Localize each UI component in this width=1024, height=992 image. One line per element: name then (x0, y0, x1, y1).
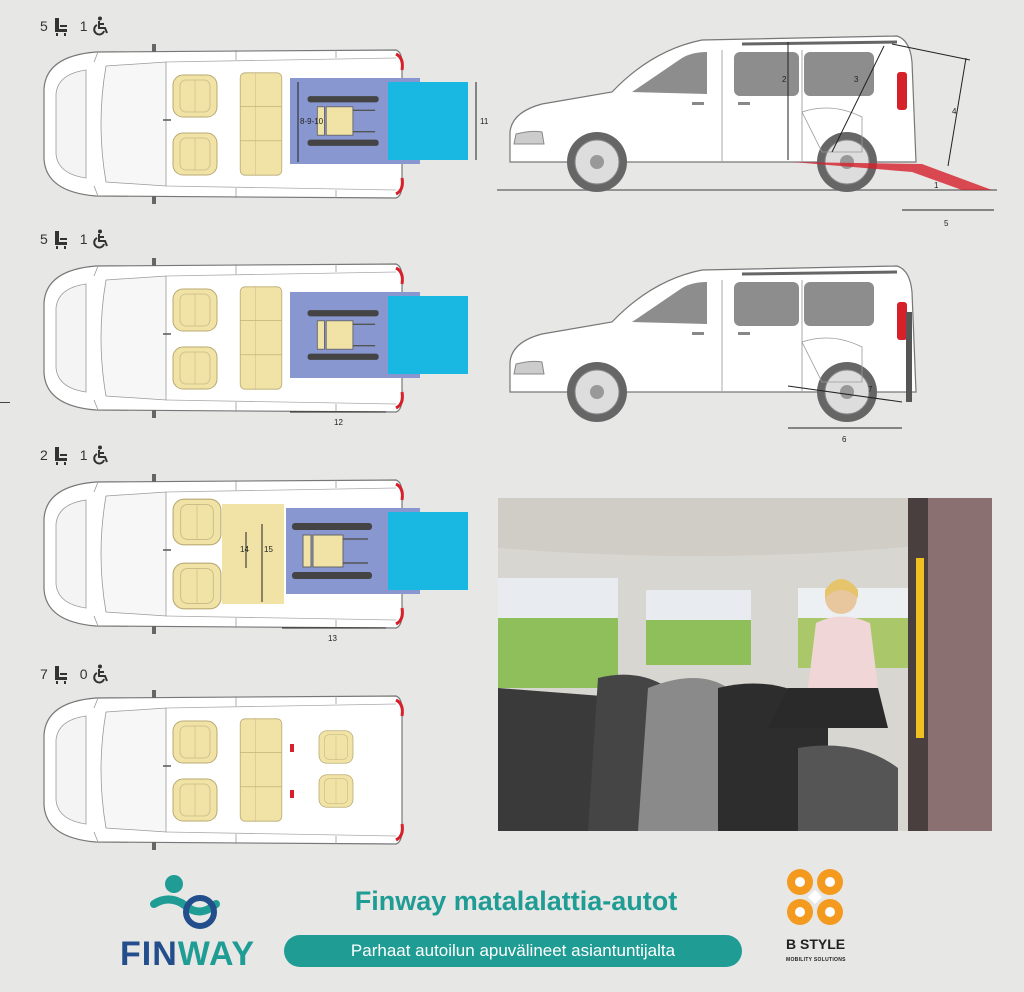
wheelchair-icon (91, 664, 111, 684)
interior-photo (498, 498, 992, 831)
seat-count: 5 (40, 18, 48, 34)
top-view-config-4 (42, 690, 404, 850)
bstyle-logo-mark (787, 869, 843, 925)
top-view-config-2: 12 (42, 258, 468, 427)
seat-icon (51, 445, 71, 465)
dim-6: 6 (842, 435, 847, 444)
finway-logo-text: FINWAY (120, 935, 256, 973)
wheelchair-icon (91, 16, 111, 36)
side-view-ramp: 2 3 4 1 5 (497, 34, 997, 228)
footer-title: Finway matalalattia-autot (354, 886, 678, 916)
wheelchair-count: 1 (79, 447, 88, 463)
dim-4: 4 (952, 107, 957, 116)
seat-icon (51, 229, 71, 249)
config-label-1: 5 1 (40, 16, 111, 36)
finway-logo-mark (150, 875, 220, 929)
dim-3: 3 (854, 75, 859, 84)
seat-count: 5 (40, 231, 48, 247)
top-view-config-3: 14 15 13 (42, 474, 468, 643)
dim-8-9-10: 8-9-10 (300, 117, 324, 126)
wheelchair-icon (91, 229, 111, 249)
top-view-config-1: 8-9-10 11 (42, 44, 489, 204)
dim-7: 7 (868, 385, 873, 394)
seat-icon (51, 16, 71, 36)
side-view-dimensions: 7 6 (508, 264, 918, 444)
seat-icon (51, 664, 71, 684)
wheelchair-count: 0 (79, 666, 88, 682)
margin-tick (0, 402, 10, 403)
dim-13: 13 (328, 634, 337, 643)
dim-15: 15 (264, 545, 273, 554)
bstyle-logo-subtitle: MOBILITY SOLUTIONS (786, 957, 846, 963)
dim-12: 12 (334, 418, 343, 427)
bstyle-logo-text: B STYLE (786, 936, 846, 952)
dim-14: 14 (240, 545, 249, 554)
seat-count: 2 (40, 447, 48, 463)
dim-1: 1 (934, 181, 939, 190)
wheelchair-icon (91, 445, 111, 465)
dim-11: 11 (480, 117, 489, 126)
dim-5: 5 (944, 219, 949, 228)
footer-tagline: Parhaat autoilun apuvälineet asiantuntij… (284, 935, 742, 967)
config-label-2: 5 1 (40, 229, 111, 249)
wheelchair-count: 1 (79, 18, 88, 34)
wheelchair-count: 1 (79, 231, 88, 247)
seat-count: 7 (40, 666, 48, 682)
config-label-4: 7 0 (40, 664, 111, 684)
config-label-3: 2 1 (40, 445, 111, 465)
dim-2: 2 (782, 75, 787, 84)
